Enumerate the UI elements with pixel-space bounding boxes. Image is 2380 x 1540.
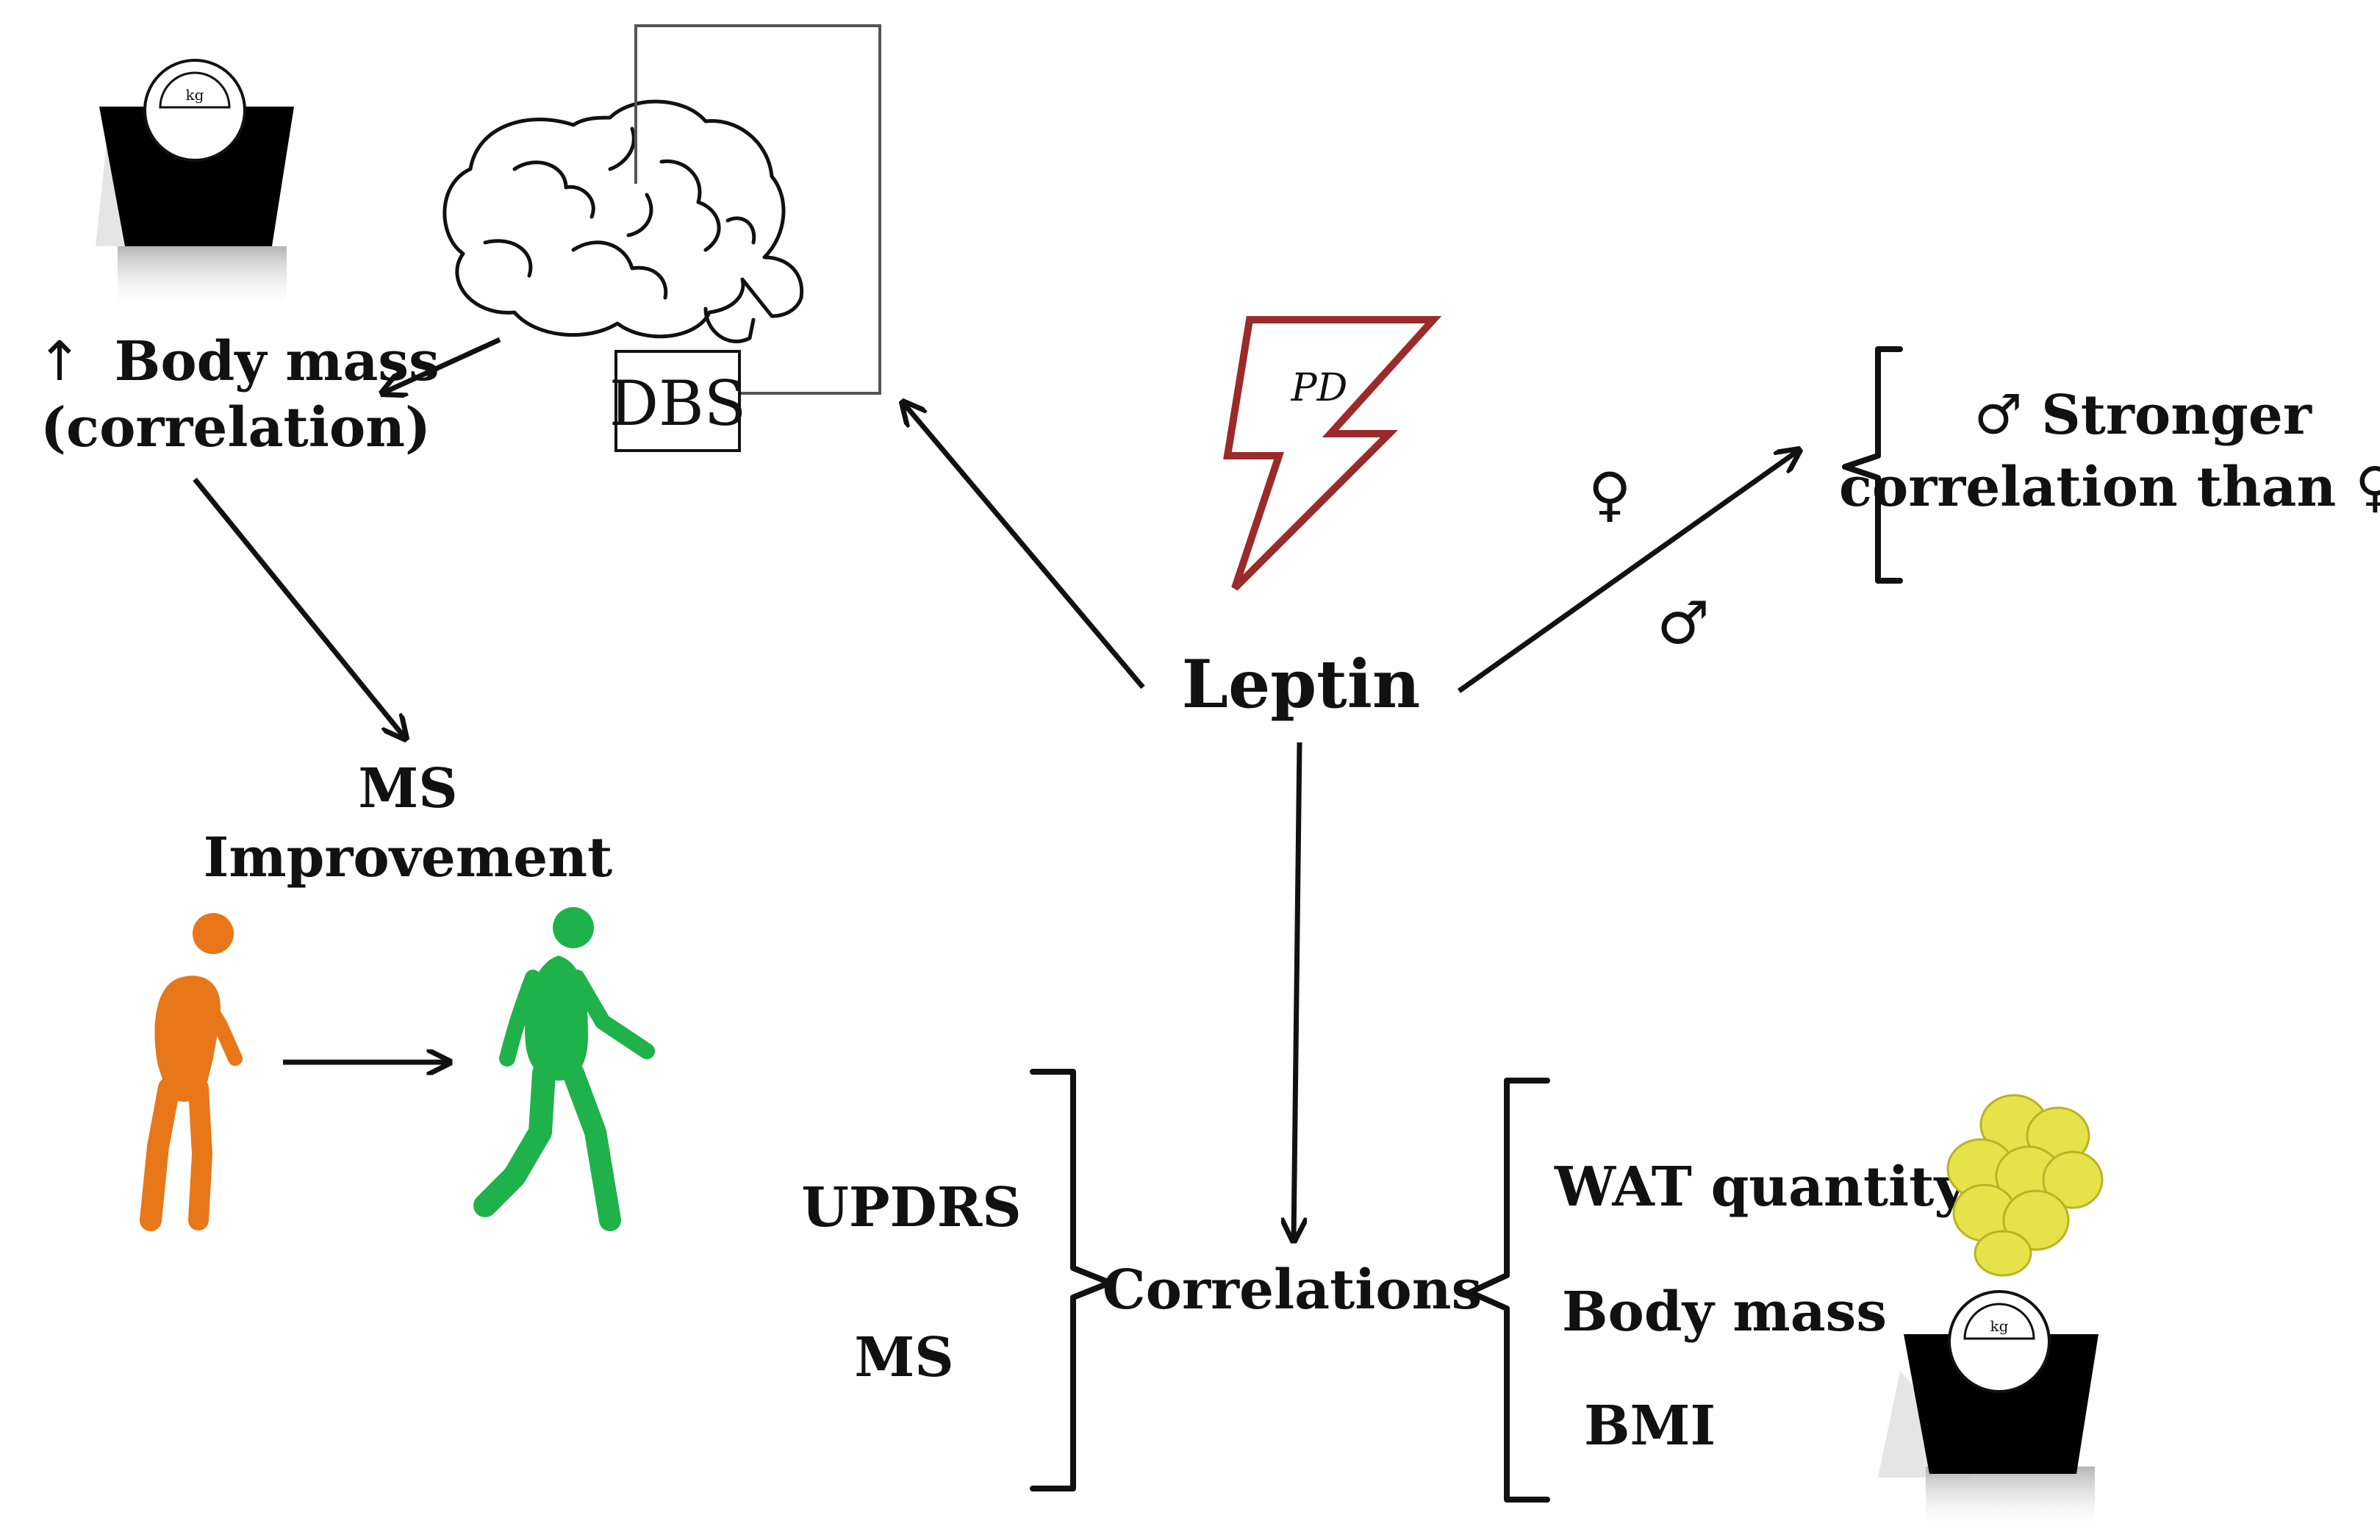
updrs-label: UPDRS [801, 1176, 1021, 1239]
brain-icon [442, 99, 804, 343]
sex-difference-line1: ♂ Stronger [1974, 384, 2312, 447]
body-mass-text: Body mass [115, 330, 440, 393]
female-symbol: ♀ [1588, 460, 1632, 529]
arrow-leptin-to-correlations [1294, 742, 1300, 1241]
leptin-label: Leptin [1182, 645, 1421, 723]
dbs-box [614, 350, 741, 452]
dbs-lead [634, 24, 881, 395]
fat-cells-icon [1946, 1094, 2104, 1277]
dbs-label: DBS [609, 368, 747, 440]
scale-icon: kg [96, 59, 294, 312]
male-symbol: ♂ [1657, 589, 1710, 657]
walking-person-icon [473, 907, 655, 1231]
correlations-label: Correlations [1103, 1258, 1482, 1322]
walking-person-icon [140, 913, 243, 1231]
scale-label: kg [186, 86, 204, 104]
lightning-bolt-icon: PD [1223, 316, 1442, 591]
ms-improvement-line2: Improvement [204, 826, 612, 889]
sex-difference-line2: correlation than ♀ [1839, 456, 2380, 519]
ms-label: MS [854, 1326, 953, 1389]
arrow-brain-to-body-mass [382, 337, 501, 393]
bmi-label: BMI [1584, 1394, 1716, 1458]
ms-improvement-line1: MS [358, 757, 457, 820]
scale-icon: kg [1878, 1290, 2098, 1533]
body-mass-label: Body mass [1562, 1281, 1887, 1344]
body-mass-effect: ↑ Body mass [37, 330, 440, 393]
sex-brace [1842, 346, 1903, 584]
up-arrow-glyph: ↑ [37, 330, 82, 393]
arrow-body-mass-to-ms [193, 477, 406, 739]
wat-quantity-label: WAT quantity [1554, 1156, 1967, 1219]
right-correlation-brace [1467, 1078, 1550, 1503]
pd-label: PD [1291, 366, 1348, 410]
arrow-leptin-to-dbs [903, 402, 1145, 690]
correlation-text: (correlation) [40, 396, 431, 459]
left-correlation-brace [1030, 1069, 1113, 1491]
arrow-leptin-to-sex [1457, 450, 1799, 693]
scale-label: kg [1990, 1317, 2009, 1335]
